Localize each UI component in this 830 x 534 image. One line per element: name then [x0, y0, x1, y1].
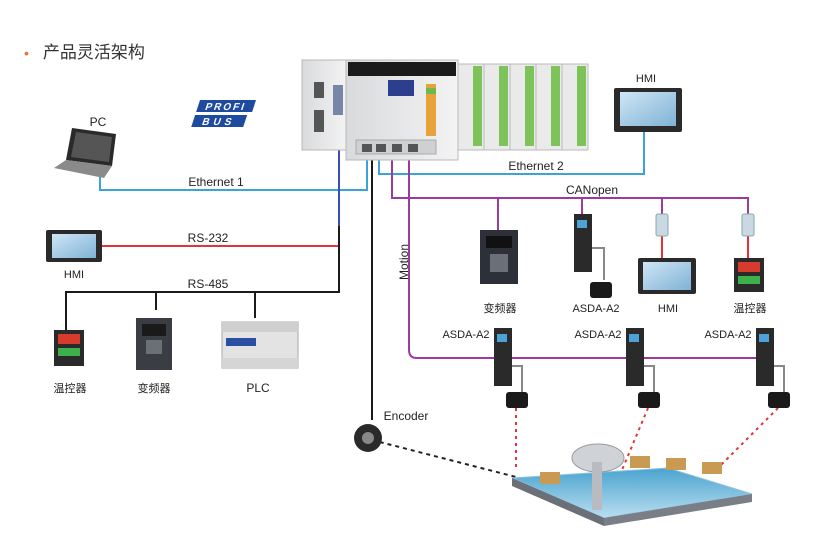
motion-label: Motion — [397, 244, 411, 280]
motion-bus — [408, 156, 760, 359]
encoder-device — [354, 424, 382, 452]
asda-3-label: ASDA-A2 — [704, 329, 751, 341]
main-controller — [301, 59, 459, 161]
asda-1-label: ASDA-A2 — [442, 329, 489, 341]
hmi-left-label: HMI — [64, 269, 84, 281]
conveyor-boxes — [540, 456, 722, 484]
temp-left-label: 温控器 — [54, 381, 87, 395]
vfd-left-device — [136, 318, 172, 370]
header-bullet: • — [24, 45, 29, 61]
ethernet2-label: Ethernet 2 — [508, 159, 564, 173]
page-header: • 产品灵活架构 — [24, 38, 145, 63]
temp-can-label: 温控器 — [734, 301, 767, 315]
page-title: 产品灵活架构 — [42, 43, 145, 62]
asda-can-label: ASDA-A2 — [572, 303, 619, 315]
temp-can-device — [734, 258, 764, 292]
plc-device — [221, 321, 299, 369]
asda-2-device — [626, 328, 660, 408]
plc-label: PLC — [246, 381, 270, 395]
hmi-can-device — [638, 258, 696, 294]
logo-line1: PROFI — [204, 102, 248, 113]
hmi-top-label: HMI — [636, 73, 656, 85]
asda-3-device — [756, 328, 790, 408]
encoder-link — [346, 129, 373, 420]
io-modules — [457, 63, 589, 151]
hmi-left-device — [46, 230, 102, 262]
ethernet2-link — [378, 132, 645, 175]
temp-left-device — [54, 330, 84, 366]
encoder-dashed-link — [371, 439, 521, 479]
canopen-label: CANopen — [566, 183, 618, 197]
pc-label: PC — [90, 115, 107, 129]
asda-can-device — [574, 214, 612, 298]
rs485-link — [65, 283, 340, 330]
hmi-can-adapter — [655, 213, 669, 237]
conveyor-belt — [511, 467, 753, 526]
canopen-bus — [391, 156, 749, 214]
logo-line2: BUS — [200, 117, 237, 128]
vfd-can-device — [480, 230, 518, 284]
vfd-left-label: 变频器 — [138, 381, 171, 395]
ethernet1-label: Ethernet 1 — [188, 175, 244, 189]
ethernet1-link — [99, 156, 368, 191]
asda-1-device — [494, 328, 528, 408]
profibus-logo: PROFI BUS — [191, 100, 256, 128]
conveyor-drum — [571, 443, 625, 510]
encoder-label: Encoder — [384, 409, 429, 423]
pc-laptop — [54, 128, 116, 178]
hmi-can-label: HMI — [658, 303, 678, 315]
temp-can-adapter — [741, 213, 755, 237]
vfd-can-label: 变频器 — [484, 301, 517, 315]
rs232-label: RS-232 — [188, 231, 229, 245]
feedback-link-3 — [715, 407, 779, 471]
hmi-top-device — [614, 88, 682, 132]
rs485-label: RS-485 — [188, 277, 229, 291]
asda-2-label: ASDA-A2 — [574, 329, 621, 341]
feedback-link-2 — [621, 407, 649, 471]
